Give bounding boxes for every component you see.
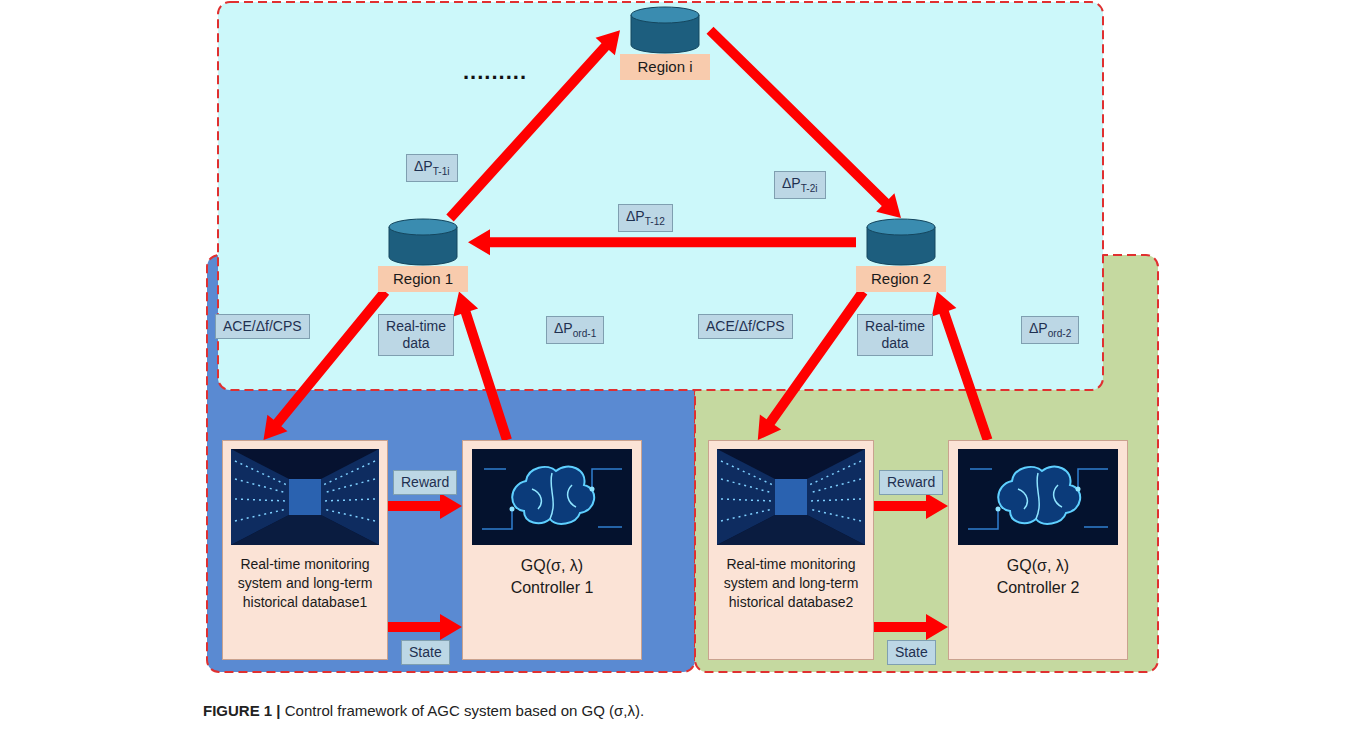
flow-arrow [874, 614, 948, 640]
flow-arrow [388, 493, 462, 519]
signal-label: ΔPT-12 [618, 204, 673, 232]
database-cylinder [630, 6, 700, 54]
signal-label: Reward [393, 470, 457, 495]
box-text: GQ(σ, λ) Controller 2 [978, 555, 1098, 598]
signal-label: Real-time data [857, 314, 933, 356]
flow-arrow [453, 292, 511, 442]
flow-arrow [388, 614, 462, 640]
flow-arrow [707, 27, 902, 218]
signal-label: Reward [879, 470, 943, 495]
signal-label: State [887, 640, 936, 665]
region-name: Region i [620, 54, 710, 80]
box-text: GQ(σ, λ) Controller 1 [492, 555, 612, 598]
database-box: Real-time monitoring system and long-ter… [222, 440, 388, 660]
region-node: Region 2 [856, 218, 946, 292]
flow-arrow [468, 229, 856, 255]
controller-box: GQ(σ, λ) Controller 2 [948, 440, 1128, 660]
figure-caption: FIGURE 1 | Control framework of AGC syst… [203, 702, 644, 719]
box-text: Real-time monitoring system and long-ter… [717, 555, 865, 612]
signal-label: ACE/Δf/CPS [698, 314, 793, 339]
region-node: Region i [620, 6, 710, 80]
flow-arrow [874, 493, 948, 519]
database-cylinder [388, 218, 458, 266]
ellipsis-mark: ......... [463, 59, 527, 85]
signal-label: ACE/Δf/CPS [215, 314, 310, 339]
region-name: Region 2 [856, 266, 946, 292]
region-node: Region 1 [378, 218, 468, 292]
brain-image [958, 449, 1118, 545]
database-box: Real-time monitoring system and long-ter… [708, 440, 874, 660]
box-text: Real-time monitoring system and long-ter… [231, 555, 379, 612]
signal-label: Real-time data [378, 314, 454, 356]
signal-label: ΔPT-2i [774, 171, 826, 199]
controller-box: GQ(σ, λ) Controller 1 [462, 440, 642, 660]
brain-image [472, 449, 632, 545]
server-room-image [231, 449, 379, 545]
flow-arrow [758, 289, 868, 440]
signal-label: ΔPord-2 [1021, 316, 1079, 344]
flow-arrow [446, 30, 620, 221]
database-cylinder [866, 218, 936, 266]
signal-label: State [401, 640, 450, 665]
region-name: Region 1 [378, 266, 468, 292]
signal-label: ΔPord-1 [546, 316, 604, 344]
flow-arrow [932, 292, 993, 442]
server-room-image [717, 449, 865, 545]
signal-label: ΔPT-1i [406, 154, 458, 182]
flow-arrow [264, 288, 390, 440]
